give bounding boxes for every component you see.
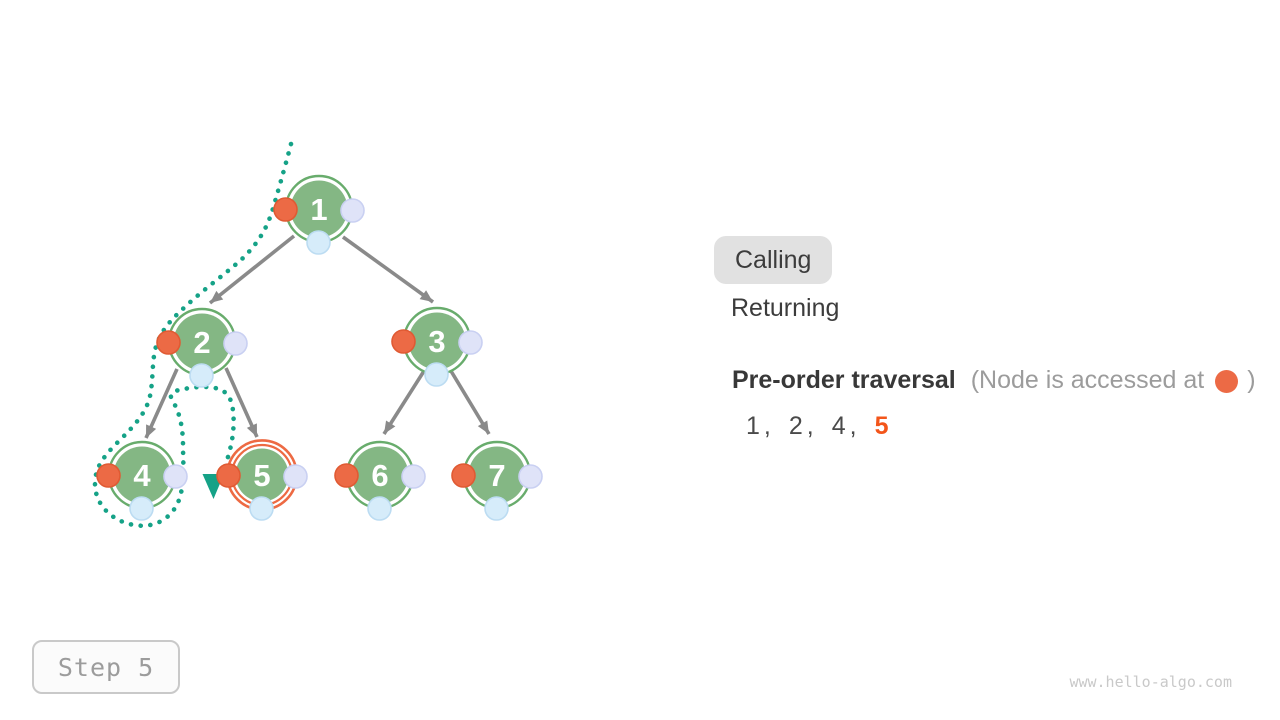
access-marker-icon (96, 463, 121, 488)
traversal-path-dotted (92, 141, 294, 529)
traversal-heading: Pre-order traversal (Node is accessed at… (732, 366, 1256, 395)
tree-nodes: 1 2 3 4 5 6 7 (96, 174, 543, 521)
tree-edge-2-5 (224, 367, 259, 438)
bottom-marker-icon (424, 362, 449, 387)
tree-edge-1-3 (341, 235, 435, 304)
tree-edge-2-4 (144, 368, 179, 439)
right-marker-icon (518, 464, 543, 489)
access-marker-icon (391, 329, 416, 354)
node-circle (113, 446, 171, 504)
sequence-separator: , (849, 412, 857, 440)
node-label: 6 (371, 458, 388, 493)
node-label: 5 (253, 458, 270, 493)
node-circle (290, 180, 348, 238)
right-marker-icon (283, 464, 308, 489)
node-label: 4 (133, 458, 151, 493)
step-indicator-label: Step 5 (57, 652, 155, 682)
legend-calling-label: Calling (735, 245, 812, 274)
bottom-marker-icon (484, 496, 509, 521)
tree-node-1: 1 (273, 174, 365, 255)
tree-node-4: 4 (96, 440, 188, 521)
step-indicator-button[interactable]: Step 5 (32, 640, 180, 694)
access-marker-icon (156, 330, 181, 355)
sequence-item: 5 (874, 412, 889, 440)
bottom-marker-icon (249, 496, 274, 521)
tree-node-3: 3 (391, 306, 483, 387)
tree-node-6: 6 (334, 440, 426, 521)
node-label: 3 (428, 324, 445, 359)
node-label: 2 (193, 325, 210, 360)
sequence-item: 2 (788, 412, 803, 440)
tree-edges (144, 234, 491, 439)
right-marker-icon (401, 464, 426, 489)
sequence-separator: , (763, 412, 771, 440)
node-label: 7 (488, 458, 505, 493)
sequence-item: 4 (831, 412, 846, 440)
access-marker-icon (273, 197, 298, 222)
legend-calling-chip[interactable]: Calling (714, 236, 833, 284)
right-marker-icon (340, 198, 365, 223)
sequence-separator: , (806, 412, 814, 440)
bottom-marker-icon (367, 496, 392, 521)
access-marker-icon (451, 463, 476, 488)
bottom-marker-icon (129, 496, 154, 521)
tree-edge-3-7 (449, 370, 491, 435)
bottom-marker-icon (306, 230, 331, 255)
node-circle (468, 446, 526, 504)
traversal-note-suffix: ) (1247, 366, 1256, 394)
node-circle (408, 312, 466, 370)
tree-node-5: 5 (216, 439, 308, 521)
sequence-item: 1 (746, 412, 760, 440)
right-marker-icon (223, 331, 248, 356)
tree-node-2: 2 (156, 307, 248, 388)
node-label: 1 (310, 192, 327, 227)
tree-node-7: 7 (451, 440, 543, 521)
node-circle (173, 313, 231, 371)
node-circle (235, 448, 289, 502)
bottom-marker-icon (189, 363, 214, 388)
accessed-dot-icon (1215, 370, 1239, 393)
tree-edge-1-2 (208, 234, 296, 305)
access-marker-icon (334, 463, 359, 488)
traversal-note-prefix: (Node is accessed at (970, 366, 1205, 394)
access-marker-icon (216, 463, 241, 488)
traversal-note: (Node is accessed at ) (971, 366, 1256, 395)
node-circle (351, 446, 409, 504)
legend-returning-label[interactable]: Returning (731, 294, 840, 322)
traversal-title: Pre-order traversal (732, 366, 956, 394)
right-marker-icon (458, 330, 483, 355)
tree-edge-3-6 (382, 370, 426, 435)
traversal-sequence: 1,2,4,5 (746, 412, 892, 441)
watermark-url: www.hello-algo.com (1069, 673, 1232, 691)
right-marker-icon (163, 464, 188, 489)
